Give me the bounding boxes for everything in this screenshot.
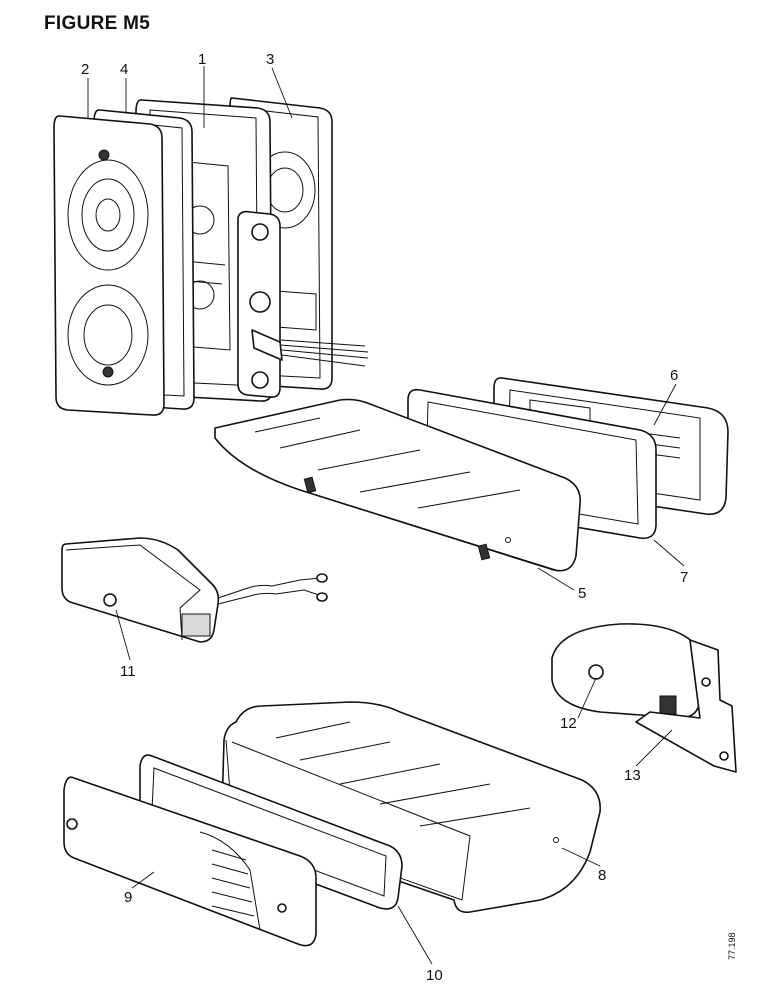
part-10-gasket-frame [139, 754, 403, 910]
label-5: 5 [578, 585, 586, 602]
part-12-lamp-cover [551, 623, 701, 719]
part-11-side-lamp [61, 537, 328, 643]
label-2: 2 [81, 61, 89, 78]
part-2-front-lens [53, 115, 165, 416]
leader-lines [87, 66, 685, 965]
label-8: 8 [598, 867, 606, 884]
part-13-bracket [635, 639, 737, 773]
label-1: 1 [198, 51, 206, 68]
part-5-housing [214, 398, 582, 572]
part-labels: 2 4 1 3 6 7 5 11 12 13 8 9 10 [81, 51, 688, 984]
label-10: 10 [426, 967, 443, 984]
figure-title: FIGURE M5 [44, 13, 151, 34]
label-9: 9 [124, 889, 132, 906]
label-6: 6 [670, 367, 678, 384]
label-7: 7 [680, 569, 688, 586]
label-3: 3 [266, 51, 274, 68]
part-9-lens [63, 776, 317, 947]
label-11: 11 [120, 663, 136, 680]
label-13: 13 [624, 767, 641, 784]
label-4: 4 [120, 61, 128, 78]
label-12: 12 [560, 715, 577, 732]
